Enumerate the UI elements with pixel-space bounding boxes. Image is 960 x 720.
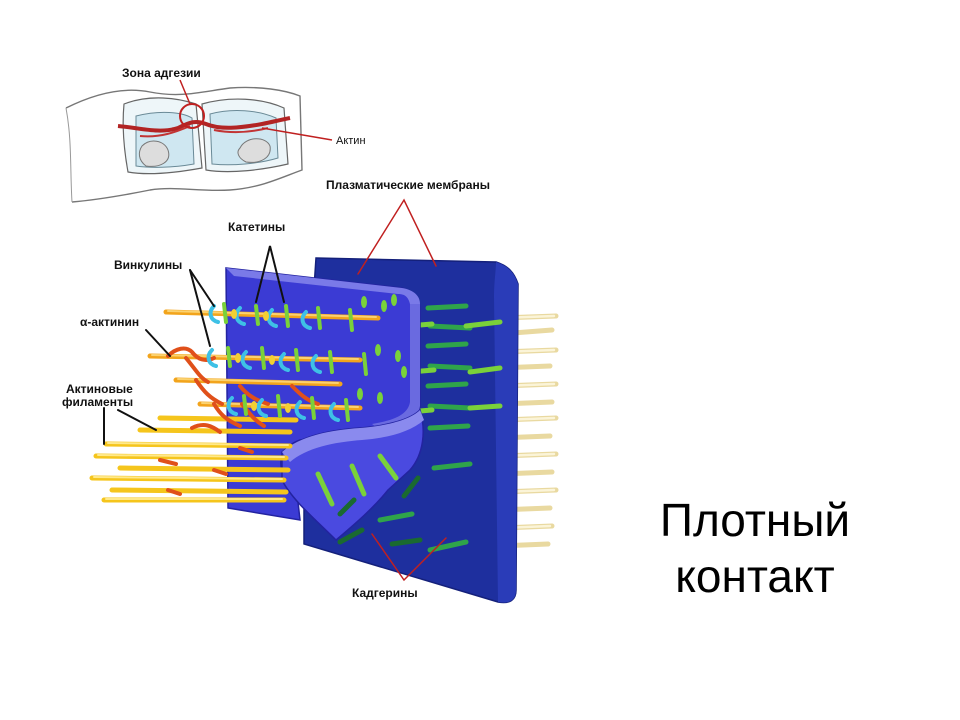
slide-title-line2: контакт (675, 550, 835, 602)
slide-title: Плотный контакт (620, 492, 890, 604)
cell-outline-icon (65, 86, 303, 203)
label-adhesion-zone: Зона адгезии (122, 66, 201, 80)
adhesion-zone-circle-icon (179, 103, 205, 129)
label-plasma-membranes: Плазматические мембраны (326, 178, 490, 192)
label-alpha-actinin: α-актинин (80, 315, 139, 329)
label-actin-filaments-1: Актиновые (66, 382, 133, 396)
label-cadherins: Кадгерины (352, 586, 418, 600)
vinculins (206, 304, 340, 422)
label-actin-filaments-2: филаменты (62, 395, 133, 409)
slide-title-line1: Плотный (659, 494, 851, 546)
label-actin: Актин (336, 135, 366, 147)
label-catenins: Катетины (228, 220, 285, 234)
catenins (222, 294, 407, 422)
callout-lines (103, 198, 447, 582)
actin-band-icon (117, 116, 291, 133)
label-vinculins: Винкулины (114, 258, 182, 272)
cell-pair-inset (65, 79, 333, 203)
alpha-actinin (166, 346, 320, 434)
